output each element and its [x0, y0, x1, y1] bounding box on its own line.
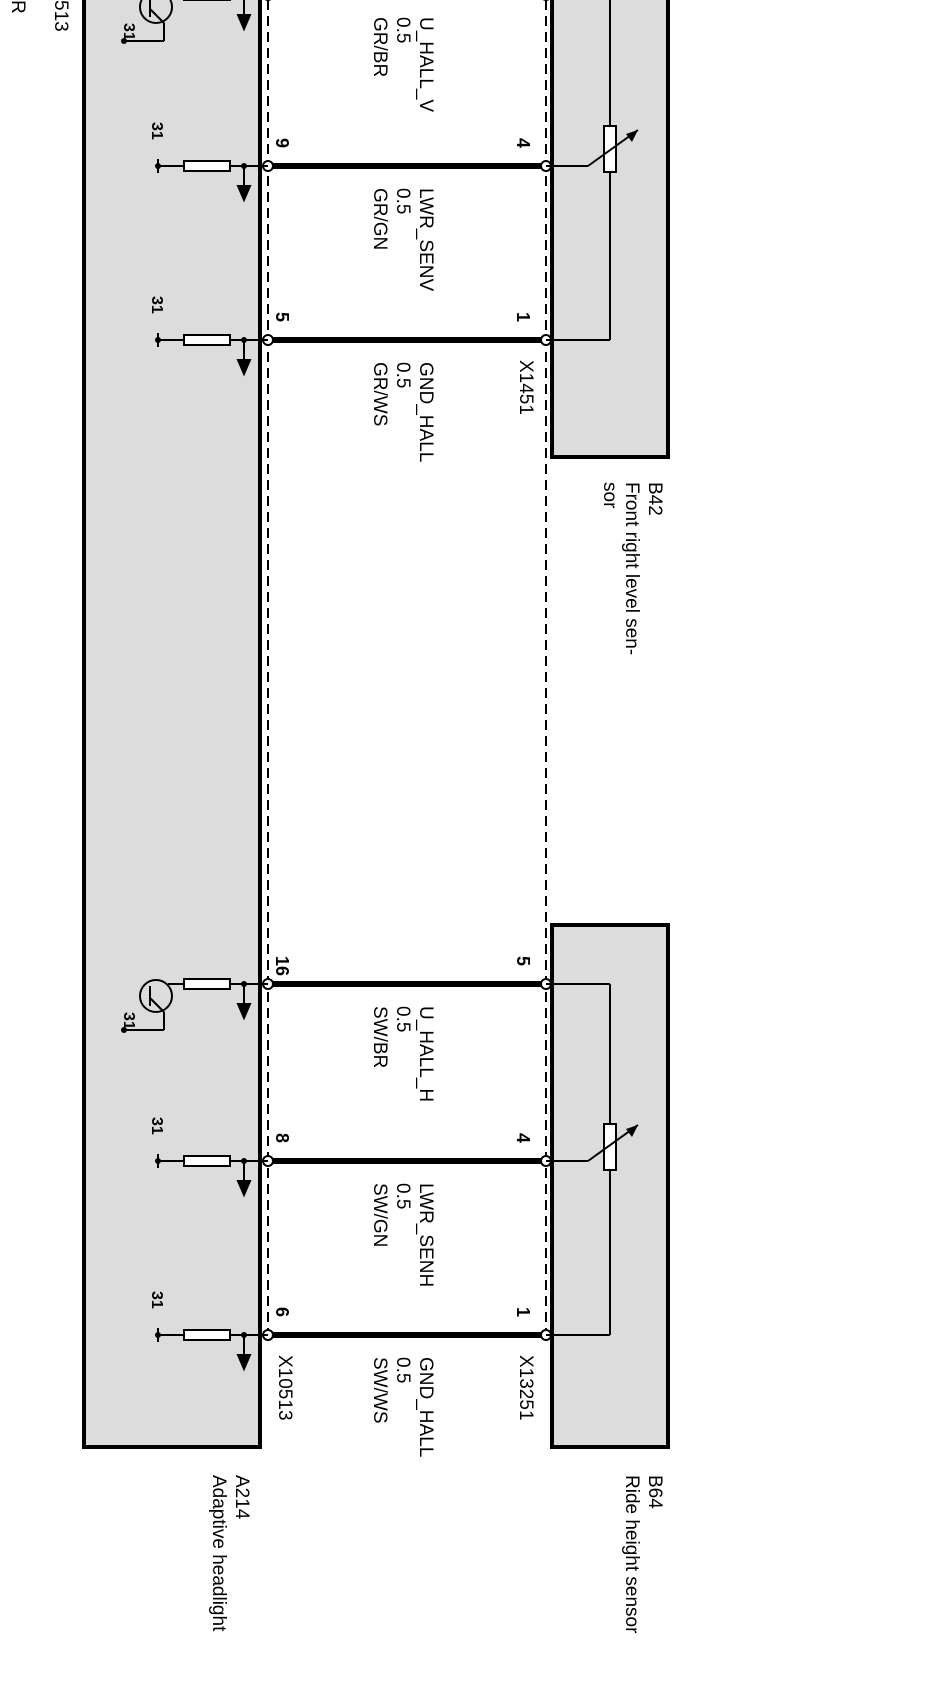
ground-label: 31: [120, 1012, 137, 1030]
pull-down-resistor-icon: [155, 1328, 268, 1372]
wire-gauge: 0.5: [392, 1357, 413, 1383]
b42-name-line1: Front right level sen-: [621, 482, 642, 655]
a214-connector-id: X10513: [274, 1355, 295, 1421]
pin-number-sensor: 1: [513, 312, 533, 322]
b64-connector-id: X13251: [515, 1355, 536, 1421]
ground-label: 31: [120, 23, 137, 41]
wire-color: SW/BR: [369, 1006, 390, 1068]
wire-color: SW/WS: [369, 1357, 390, 1424]
wire-signal-name: GND_HALL: [415, 362, 436, 462]
a214-module-box: [82, 0, 262, 1449]
ground-label: 31: [148, 296, 165, 314]
pin-number-sensor: 4: [513, 1133, 533, 1143]
b42-name-line2: sor: [599, 482, 620, 509]
wire-color: SW/GN: [369, 1183, 390, 1247]
wire-gauge: 0.5: [392, 17, 413, 43]
wire-4: 16 5U_HALL_H0.5SW/BR 31: [120, 956, 552, 1102]
wire-1: U_HALL_V0.5GR/BR 31: [120, 0, 550, 112]
wire-signal-name: LWR_SENV: [415, 188, 436, 291]
wire-color: GR/GN: [369, 188, 390, 250]
transistor-icon: [121, 0, 252, 44]
wire-color: GR/WS: [369, 362, 390, 426]
pull-down-resistor-icon: [155, 159, 268, 203]
transistor-icon: [121, 978, 268, 1033]
wire-gauge: 0.5: [392, 188, 413, 214]
b64-id: B64: [644, 1475, 665, 1509]
a214-id: A214: [231, 1475, 252, 1520]
pin-number-a214: 9: [272, 138, 292, 148]
wire-color: GR/BR: [369, 17, 390, 77]
pull-down-resistor-icon: [155, 1154, 268, 1198]
b64-potentiometer: [546, 983, 639, 1336]
b42-id: B42: [644, 482, 665, 516]
wire-gauge: 0.5: [392, 362, 413, 388]
ground-label: 31: [148, 1291, 165, 1309]
ground-label: 31: [148, 122, 165, 140]
pin-number-a214: 16: [272, 956, 292, 976]
pin-number-sensor: 4: [513, 138, 533, 148]
a214-name: Adaptive headlight: [208, 1475, 229, 1632]
wire-signal-name: U_HALL_H: [415, 1006, 436, 1102]
pin-number-a214: 8: [272, 1133, 292, 1143]
pin-number-sensor: 5: [513, 956, 533, 966]
wire-signal-name: LWR_SENH: [415, 1183, 436, 1287]
cut-letter-fragment: R: [7, 0, 28, 14]
b64-name: Ride height sensor: [621, 1475, 642, 1634]
pin-number-a214: 5: [272, 312, 292, 322]
wire-gauge: 0.5: [392, 1183, 413, 1209]
pin-number-a214: 6: [272, 1307, 292, 1317]
b42-potentiometer: [546, 0, 639, 341]
ground-label: 31: [148, 1117, 165, 1135]
pin-number-sensor: 1: [513, 1307, 533, 1317]
pull-down-resistor-icon: [155, 333, 268, 377]
wire-gauge: 0.5: [392, 1006, 413, 1032]
wire-signal-name: U_HALL_V: [415, 17, 436, 112]
cut-connector-fragment: 513: [50, 0, 71, 32]
b42-connector-id: X1451: [515, 360, 536, 415]
wire-signal-name: GND_HALL: [415, 1357, 436, 1457]
